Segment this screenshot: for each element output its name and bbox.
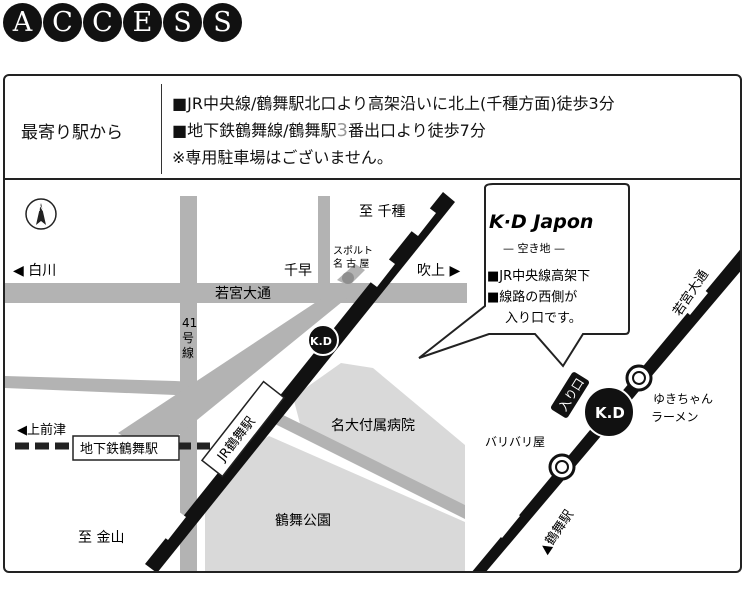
compass-north: N	[38, 204, 45, 214]
heading-letter: C	[43, 3, 82, 42]
label-sports: スポルト	[333, 245, 373, 257]
heading-letter: C	[83, 3, 122, 42]
kd-marker-label: K.D	[310, 335, 332, 348]
label-yukichan: ラーメン	[651, 410, 699, 424]
detail-kd-label: K.D	[595, 404, 625, 422]
exit-number: 3	[336, 120, 348, 141]
park-road	[273, 410, 465, 519]
detail-kd-marker	[583, 386, 635, 438]
hospital-block	[293, 363, 465, 505]
label-fukiage: 吹上 ▶	[417, 263, 460, 279]
detail-tsurumai-label: ▲鶴舞駅	[536, 507, 577, 557]
callout-line: ■JR中央線高架下	[487, 268, 590, 284]
subway-station-box	[72, 435, 180, 461]
info-divider	[161, 84, 162, 174]
label-route41: 41	[182, 316, 197, 330]
detail-station-ring-inner	[555, 460, 569, 474]
parking-note: ※専用駐車場はございません。	[172, 148, 393, 167]
label-shirakawa: ◀ 白川	[13, 263, 56, 279]
wakamiya-road	[5, 283, 467, 303]
label-baribari: バリバリ屋	[485, 435, 545, 449]
jr-line-dash	[369, 258, 395, 287]
callout-subtitle: — 空き地 —	[503, 241, 565, 255]
chiban-road	[318, 196, 330, 308]
label-yukichan: ゆきちゃん	[653, 392, 713, 406]
kd-location-marker	[307, 324, 339, 356]
label-wakamiya: 若宮大通	[215, 286, 271, 302]
route41-road	[180, 196, 197, 571]
subway-directions: ■地下鉄鶴舞線/鶴舞駅3番出口より徒歩7分	[172, 120, 486, 141]
access-map: N 至 千種 至 金山 ◀ 白川 吹上 ▶ 千早 若宮大通 41 号 線 スポル…	[3, 180, 742, 573]
label-to-kanayama: 至 金山	[78, 530, 124, 546]
access-directions: ■JR中央線/鶴舞駅北口より高架沿いに北上(千種方面)徒歩3分 ■地下鉄鶴舞線/…	[172, 90, 615, 171]
diagonal-road	[118, 283, 353, 455]
nearest-station-label: 最寄り駅から	[21, 123, 123, 143]
jr-line-dash	[410, 207, 436, 236]
callout-balloon	[418, 183, 630, 368]
detail-rail-dash	[683, 287, 708, 315]
jr-station-box	[200, 380, 286, 478]
detail-station-ring-inner	[632, 371, 646, 385]
label-sports: 名 古 屋	[333, 257, 369, 270]
access-heading: A C C E S S	[3, 3, 242, 42]
heading-letter: S	[203, 3, 242, 42]
jr-directions: ■JR中央線/鶴舞駅北口より高架沿いに北上(千種方面)徒歩3分	[172, 94, 615, 113]
area-map: N 至 千種 至 金山 ◀ 白川 吹上 ▶ 千早 若宮大通 41 号 線 スポル…	[5, 192, 467, 571]
map-svg: N 至 千種 至 金山 ◀ 白川 吹上 ▶ 千早 若宮大通 41 号 線 スポル…	[5, 183, 740, 571]
heading-letter: E	[123, 3, 162, 42]
jr-line-dash	[160, 511, 186, 540]
label-to-chikusa: 至 千種	[359, 204, 405, 220]
callout-line: ■線路の西側が	[487, 289, 577, 305]
entrance-tag-box	[550, 372, 590, 418]
label-chiban: 千早	[284, 263, 312, 279]
compass-arrow-icon	[36, 203, 46, 225]
label-kamimaetsu: ◀上前津	[17, 422, 66, 438]
label-route41: 号	[182, 331, 194, 345]
park-block	[205, 436, 465, 571]
label-park: 鶴舞公園	[275, 512, 331, 529]
access-info-box: 最寄り駅から ■JR中央線/鶴舞駅北口より高架沿いに北上(千種方面)徒歩3分 ■…	[3, 74, 742, 180]
kd-japon-logo: K·D Japon	[489, 211, 593, 233]
label-hospital: 名大付属病院	[331, 418, 415, 434]
callout-line: 入り口です。	[505, 311, 582, 326]
heading-letter: S	[163, 3, 202, 42]
detail-rail-dash	[495, 510, 520, 538]
west-road	[5, 376, 213, 395]
label-route41: 線	[182, 345, 194, 360]
heading-letter: A	[3, 3, 42, 42]
subway-station-name: 地下鉄鶴舞駅	[80, 441, 158, 457]
detail-tsurumai: ▲鶴舞駅	[536, 507, 577, 557]
sports-marker	[342, 272, 354, 284]
